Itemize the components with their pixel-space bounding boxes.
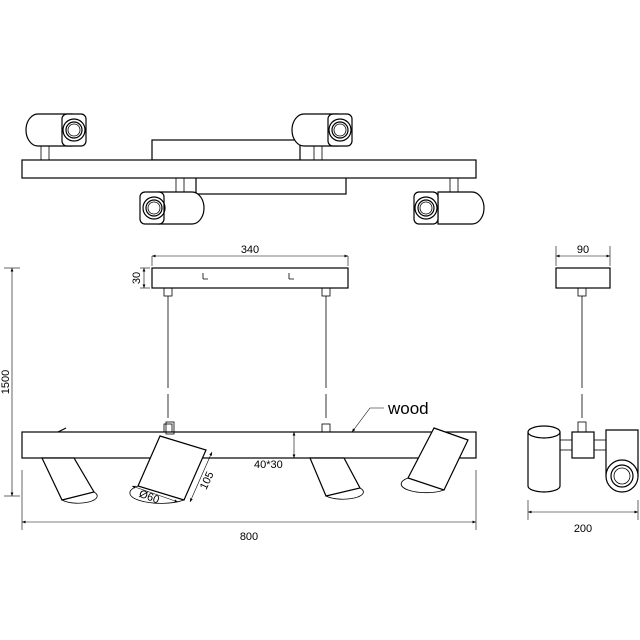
side-bar-section — [571, 431, 595, 459]
dim-label-spot-length: 105 — [198, 470, 217, 492]
top-main-bar — [21, 159, 477, 179]
front-spot-4 — [400, 427, 469, 494]
front-spot-3 — [309, 457, 364, 500]
dim-label-total-height: 1500 — [0, 370, 12, 394]
canopy-screw-left — [202, 273, 208, 280]
top-canopy-plate — [151, 139, 301, 161]
material-label: wood — [387, 399, 429, 418]
top-spot-right-upper — [291, 113, 353, 161]
dim-label-bar-section: 40*30 — [254, 459, 283, 471]
dim-label-side-canopy-width: 90 — [577, 244, 589, 256]
side-spot-left — [527, 425, 561, 493]
front-spot-2 — [129, 421, 207, 504]
dim-label-overall-width: 800 — [240, 531, 258, 543]
front-view — [21, 267, 477, 504]
canopy-screw-right — [288, 273, 294, 280]
top-spot-right-lower — [413, 177, 485, 225]
side-view — [527, 267, 639, 493]
top-spot-left-upper — [25, 113, 87, 161]
dim-label-top-width: 340 — [241, 244, 259, 256]
dim-label-side-width: 200 — [574, 523, 592, 535]
top-canopy-plate-lower — [195, 175, 347, 195]
front-main-bar — [21, 431, 477, 459]
dim-label-canopy-height: 30 — [131, 272, 143, 284]
top-view — [21, 113, 485, 225]
side-canopy — [555, 267, 611, 289]
top-spot-left-lower — [139, 177, 205, 225]
side-spot-right — [605, 429, 639, 493]
front-canopy — [151, 267, 349, 289]
front-spot-1 — [41, 427, 98, 504]
dimension-lines — [4, 246, 639, 530]
